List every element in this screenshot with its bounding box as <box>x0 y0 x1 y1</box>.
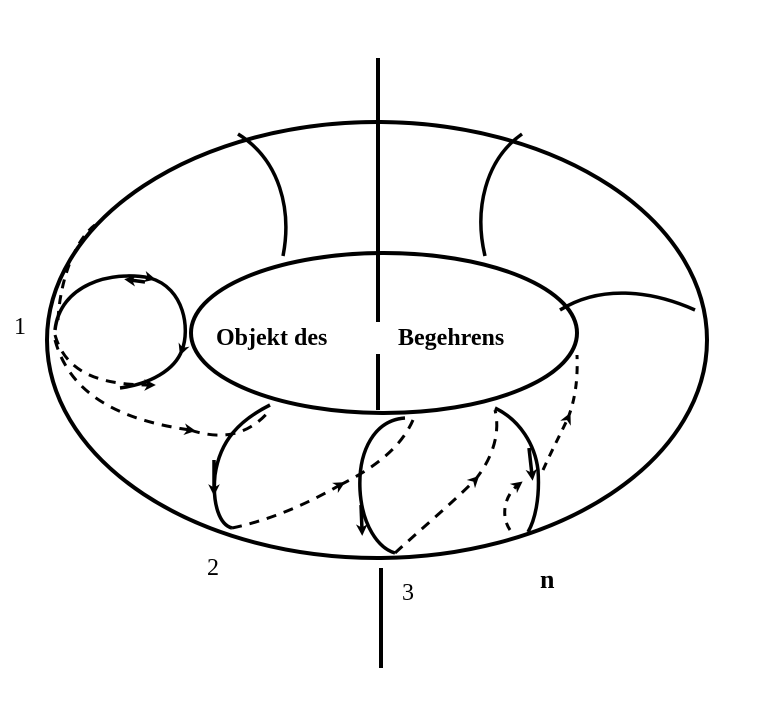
loop-1-arrow <box>124 274 146 287</box>
dashed-path-1b <box>53 339 196 435</box>
point-label-1: 1 <box>14 314 26 340</box>
loop-3-arrow <box>355 504 368 536</box>
label-gap <box>370 322 388 354</box>
point-label-n: n <box>540 565 555 594</box>
dashed-path-1a <box>53 334 156 391</box>
back-meridian-right <box>479 132 524 257</box>
point-label-2: 2 <box>207 555 219 581</box>
dashed-path-1-back <box>56 223 96 321</box>
point-label-3: 3 <box>402 580 414 606</box>
loop-1-solid <box>53 270 190 390</box>
loop-2-solid <box>212 403 271 530</box>
dashed-path-n-right <box>541 412 571 471</box>
loop-n-arrow <box>525 447 538 481</box>
dashed-path-1c <box>189 409 272 437</box>
back-meridian-left <box>237 132 288 257</box>
back-meridian-far-right <box>559 291 696 312</box>
center-label-left: Objekt des <box>216 325 327 351</box>
dashed-path-3-n <box>393 475 480 555</box>
loop-3-solid <box>358 416 406 555</box>
loop-n-solid <box>494 406 541 533</box>
dashed-path-n-right-b <box>566 354 579 419</box>
center-label-right: Begehrens <box>398 325 504 351</box>
dashed-path-3-nb <box>473 409 499 481</box>
dashed-path-n-inner <box>503 481 523 531</box>
dashed-path-2-3 <box>231 482 346 530</box>
